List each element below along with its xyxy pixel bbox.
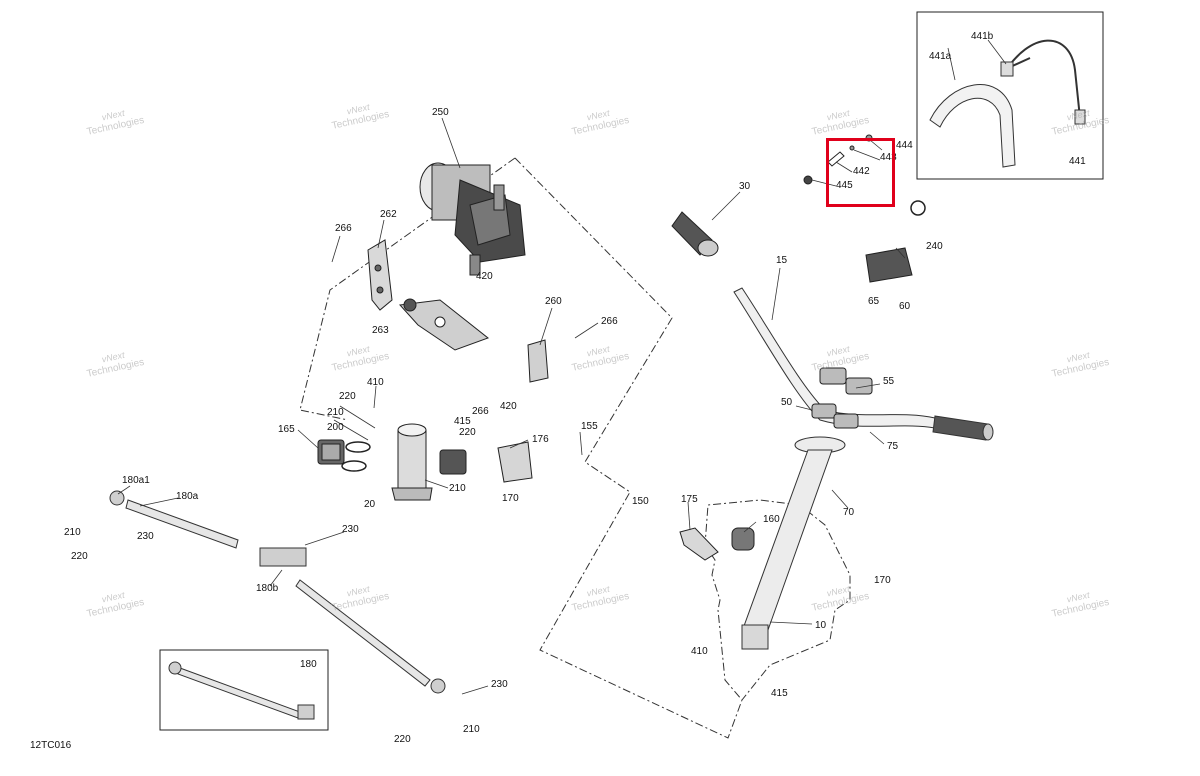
label-part-75: 75 [887, 441, 899, 452]
label-part-263: 263 [372, 325, 389, 336]
group-outline-gear [299, 157, 516, 421]
label-part-420: 420 [476, 271, 493, 282]
part-160-bushing [731, 527, 755, 551]
label-part-170: 170 [502, 493, 519, 504]
label-part-410: 410 [367, 377, 384, 388]
diagram-id: 12TC016 [30, 740, 72, 751]
label-part-266: 266 [601, 316, 618, 327]
label-part-180a: 180a [176, 491, 199, 502]
detail-frame-180 [159, 649, 329, 731]
part-441b-heater-cable [1000, 39, 1086, 125]
label-part-180a1: 180a1 [122, 475, 150, 486]
label-part-65: 65 [868, 296, 880, 307]
label-part-210: 210 [463, 724, 480, 735]
label-part-175: 175 [681, 494, 698, 505]
label-part-445: 445 [836, 180, 853, 191]
part-176-bracket [497, 441, 533, 483]
label-part-180: 180 [300, 659, 317, 670]
label-part-220: 220 [394, 734, 411, 745]
label-part-266: 266 [472, 406, 489, 417]
part-165-bushing [317, 439, 345, 465]
part-50-55-handlebar-clamps [811, 367, 873, 429]
part-180-tie-rod-assembly [168, 661, 315, 720]
part-15-handlebar [733, 287, 994, 441]
label-part-410: 410 [691, 646, 708, 657]
label-part-220: 220 [71, 551, 88, 562]
part-clamp-ring [910, 200, 926, 216]
label-part-165: 165 [278, 424, 295, 435]
label-part-266: 266 [335, 223, 352, 234]
group-outline-steering-column [514, 157, 851, 739]
label-part-180b: 180b [256, 583, 279, 594]
part-262-bracket [367, 239, 393, 311]
label-part-20: 20 [364, 499, 376, 510]
label-part-30: 30 [739, 181, 751, 192]
label-part-210: 210 [64, 527, 81, 538]
label-part-50: 50 [781, 397, 793, 408]
part-200-ring [341, 441, 371, 472]
label-part-441: 441 [1069, 156, 1086, 167]
part-220-bushing-right [439, 449, 467, 475]
label-part-220: 220 [459, 427, 476, 438]
detail-frame-441 [916, 11, 1104, 180]
label-part-160: 160 [763, 514, 780, 525]
part-260-bracket [527, 339, 549, 383]
label-part-220: 220 [339, 391, 356, 402]
label-part-262: 262 [380, 209, 397, 220]
label-part-170: 170 [874, 575, 891, 586]
label-part-70: 70 [843, 507, 855, 518]
label-part-260: 260 [545, 296, 562, 307]
part-250-power-steering-unit [419, 162, 526, 276]
label-part-441a: 441a [929, 51, 952, 62]
label-part-15: 15 [776, 255, 788, 266]
leader-lines [117, 39, 1007, 695]
label-part-230: 230 [342, 524, 359, 535]
label-part-420: 420 [500, 401, 517, 412]
label-part-230: 230 [137, 531, 154, 542]
label-part-442: 442 [853, 166, 870, 177]
label-part-176: 176 [532, 434, 549, 445]
part-175-bracket [679, 527, 719, 561]
label-part-441b: 441b [971, 31, 994, 42]
label-part-150: 150 [632, 496, 649, 507]
part-20-steering-gear [391, 423, 433, 501]
part-441a-heater-element [929, 84, 1016, 168]
part-10-steering-column [741, 436, 846, 650]
label-part-200: 200 [327, 422, 344, 433]
label-part-415: 415 [771, 688, 788, 699]
label-part-10: 10 [815, 620, 827, 631]
selected-part-highlight[interactable] [826, 138, 895, 207]
part-30-handle-grip [671, 211, 719, 257]
part-240-switch-housing [865, 247, 913, 283]
part-263-mount-plate [398, 298, 490, 351]
label-part-210: 210 [327, 407, 344, 418]
label-part-240: 240 [926, 241, 943, 252]
label-part-210: 210 [449, 483, 466, 494]
highlighted-parts [803, 134, 873, 185]
label-part-155: 155 [581, 421, 598, 432]
label-part-444: 444 [896, 140, 913, 151]
label-part-443: 443 [880, 152, 897, 163]
part-180a-tie-rod [109, 490, 239, 549]
label-part-55: 55 [883, 376, 895, 387]
part-180b-tie-rod [259, 547, 446, 694]
label-part-415: 415 [454, 416, 471, 427]
label-part-230: 230 [491, 679, 508, 690]
label-part-250: 250 [432, 107, 449, 118]
label-part-60: 60 [899, 301, 911, 312]
